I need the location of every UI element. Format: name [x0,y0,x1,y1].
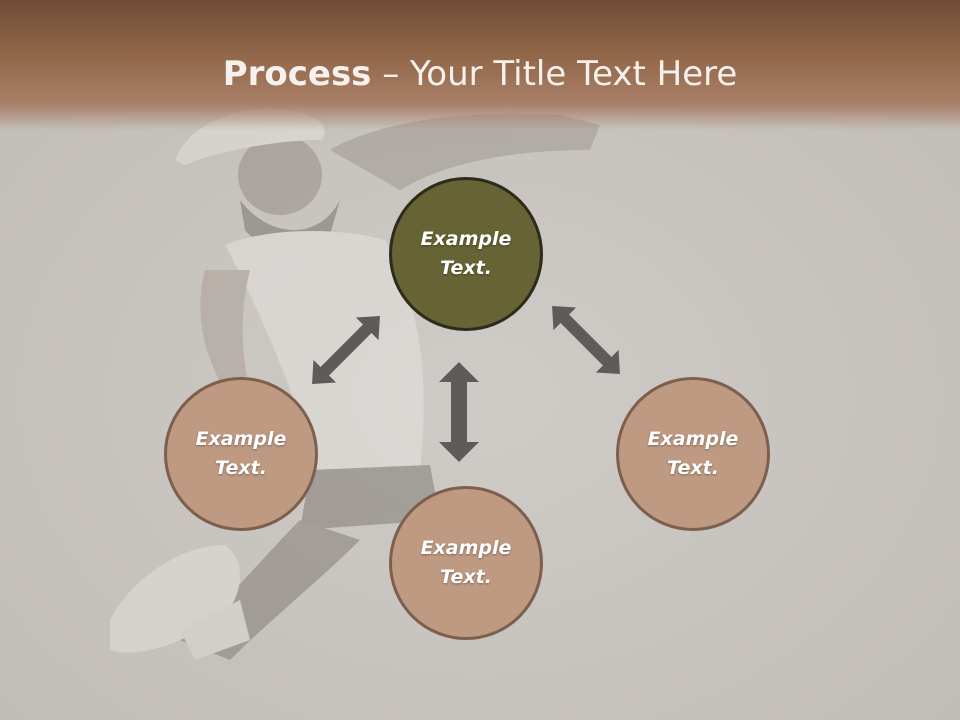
process-node-bottom[interactable]: Example Text. [389,486,543,640]
title-bold: Process [222,54,372,94]
process-node-left[interactable]: Example Text. [164,377,318,531]
node-label: Example Text. [647,428,739,479]
title-rest: – Your Title Text Here [371,54,738,94]
double-arrow-icon [552,306,620,374]
double-arrow-icon [312,316,380,384]
process-node-right[interactable]: Example Text. [616,377,770,531]
double-arrow-icon [439,362,479,462]
title-bar [0,0,960,130]
node-label: Example Text. [420,537,512,588]
process-node-top[interactable]: Example Text. [389,177,543,331]
node-label: Example Text. [420,228,512,279]
node-label: Example Text. [195,428,287,479]
slide-title: Process – Your Title Text Here [0,52,960,96]
